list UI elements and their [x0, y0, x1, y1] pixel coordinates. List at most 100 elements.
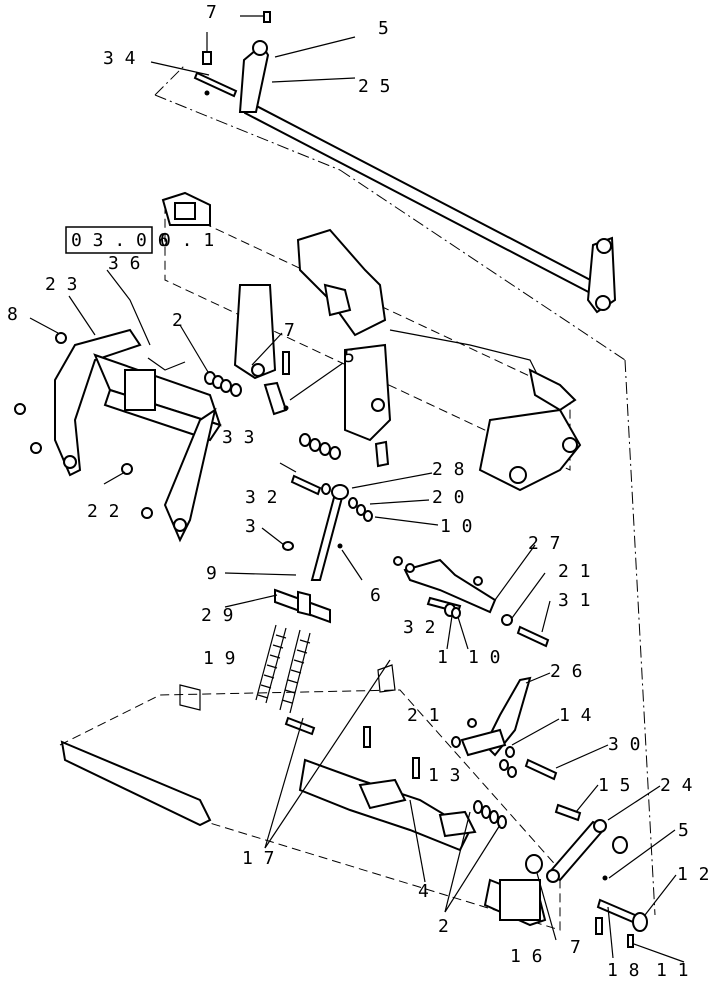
pin-30	[524, 758, 558, 781]
bolt-7-lower	[363, 726, 371, 748]
washers-28	[321, 483, 373, 522]
callout-19: 1 9	[203, 648, 236, 669]
pin-18	[596, 898, 637, 924]
bracket-left-hole	[251, 363, 265, 377]
washer-12	[632, 912, 648, 932]
leader-lines	[29, 36, 685, 963]
bracket-right-hole	[371, 398, 385, 412]
callout-31: 3 1	[558, 590, 591, 611]
pin-11	[627, 934, 634, 948]
callout-2-upper: 2	[172, 310, 183, 331]
lever-26-hub	[460, 728, 507, 757]
link-rod-6	[310, 489, 346, 581]
arm-24-eye-top	[593, 819, 607, 833]
callout-12: 1 2	[677, 864, 708, 885]
callout-9: 9	[206, 563, 217, 584]
callout-22: 2 2	[87, 501, 120, 522]
callout-5-middle: 5	[344, 346, 355, 367]
side-plate-assembly	[54, 328, 222, 543]
top-tube-assembly	[238, 40, 617, 314]
main-frame-beam	[161, 191, 582, 492]
callout-30: 3 0	[608, 734, 641, 755]
lower-frame	[59, 664, 561, 931]
bolt-7-top-head	[202, 51, 212, 65]
arm-24-eye-bottom	[546, 869, 560, 883]
callout-32-lower: 3 2	[403, 617, 436, 638]
nut-21	[467, 718, 477, 728]
callout-20: 2 0	[432, 487, 465, 508]
bolt-7-top-end	[263, 11, 271, 23]
washer-line	[279, 462, 297, 473]
callout-28: 2 8	[432, 459, 465, 480]
pin-15	[554, 803, 582, 822]
washer-10	[451, 607, 461, 619]
callout-16: 1 6	[510, 946, 543, 967]
callout-10-upper: 1 0	[440, 516, 473, 537]
callout-4: 4	[418, 881, 429, 902]
washers-14	[451, 736, 517, 778]
callout-23: 2 3	[45, 274, 78, 295]
spring-19-left	[255, 624, 287, 704]
bracket-left	[233, 284, 277, 380]
callout-7-middle: 7	[284, 320, 295, 341]
washers-2-lower	[473, 800, 507, 829]
callout-27: 2 7	[528, 533, 561, 554]
bolt-7-middle	[282, 351, 290, 375]
callout-33: 3 3	[222, 427, 255, 448]
bell-crank-27	[403, 558, 497, 614]
callout-32-upper: 3 2	[245, 487, 278, 508]
pin-3	[282, 541, 294, 551]
callout-5-top: 5	[378, 18, 389, 39]
pin-32	[290, 474, 322, 496]
callout-7-bottom: 7	[570, 937, 581, 958]
washer-21	[501, 614, 513, 626]
callout-8: 8	[7, 304, 18, 325]
callout-13: 1 3	[428, 765, 461, 786]
wire-36	[147, 357, 186, 371]
callout-1: 1	[437, 647, 448, 668]
washer-stack-2	[204, 371, 242, 397]
bushing-24	[612, 836, 628, 854]
callout-7-top: 7	[206, 2, 217, 23]
callout-21-lower: 2 1	[407, 705, 440, 726]
callout-6: 6	[370, 585, 381, 606]
bracket-right	[344, 343, 392, 442]
callout-5-lower: 5	[678, 820, 689, 841]
callout-10-lower: 1 0	[468, 647, 501, 668]
grease-dot-5	[283, 405, 289, 411]
reference-box-suffix: 0 . 1	[160, 230, 214, 251]
grease-dot-6	[337, 543, 343, 549]
bolt-7-bottom	[595, 917, 603, 935]
pin-small	[374, 440, 390, 468]
callout-3: 3	[245, 516, 256, 537]
washer-stack-middle	[299, 433, 341, 460]
callout-24: 2 4	[660, 775, 693, 796]
callout-18: 1 8	[607, 960, 640, 981]
callout-11: 1 1	[656, 960, 689, 981]
callout-15: 1 5	[598, 775, 631, 796]
pin-34	[193, 71, 238, 98]
reference-box	[65, 226, 153, 254]
roller-16	[525, 854, 543, 874]
callout-29: 2 9	[201, 605, 234, 626]
callout-17: 1 7	[242, 848, 275, 869]
link-eye-28	[331, 484, 349, 500]
washers-27	[393, 556, 483, 586]
grease-dot-lower	[602, 875, 608, 881]
bolt-13	[412, 757, 420, 779]
pin-33	[263, 381, 288, 416]
pin-17	[284, 716, 316, 736]
reference-box-number: 0 3 . 0 6	[71, 230, 169, 251]
nuts-left	[14, 332, 153, 519]
callout-2-lower: 2	[438, 916, 449, 937]
callout-14: 1 4	[559, 705, 592, 726]
pin-31	[516, 625, 550, 648]
grease-dot-top	[204, 90, 210, 96]
assembly-boundary	[154, 64, 656, 916]
callout-21-upper: 2 1	[558, 561, 591, 582]
callout-26: 2 6	[550, 661, 583, 682]
callout-25: 2 5	[358, 76, 391, 97]
callout-36: 3 6	[108, 253, 141, 274]
